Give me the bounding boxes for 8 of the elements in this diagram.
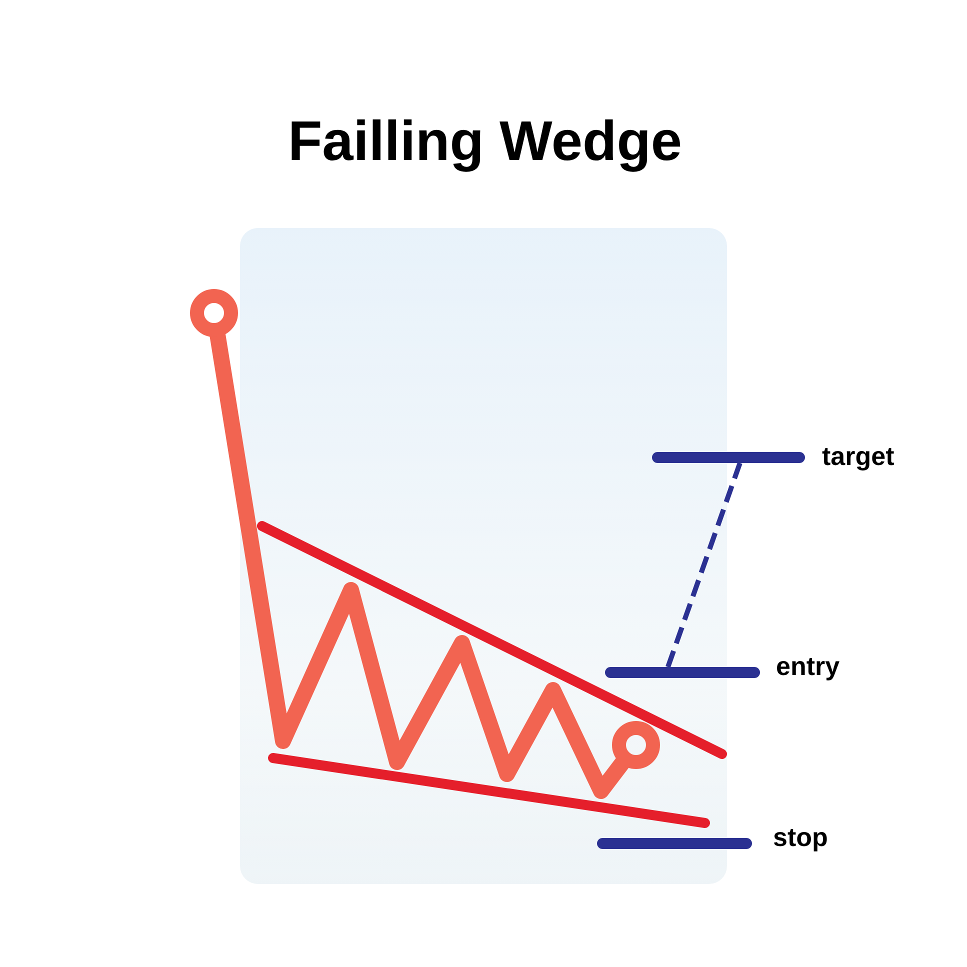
title: Failling Wedge [288, 109, 682, 173]
level-bar [605, 667, 760, 678]
level-bar [597, 838, 752, 849]
level-bar [652, 452, 805, 463]
level-label: entry [776, 651, 840, 681]
level-label: stop [773, 822, 828, 852]
dashed-connector [666, 462, 742, 668]
level-label: target [822, 441, 894, 471]
